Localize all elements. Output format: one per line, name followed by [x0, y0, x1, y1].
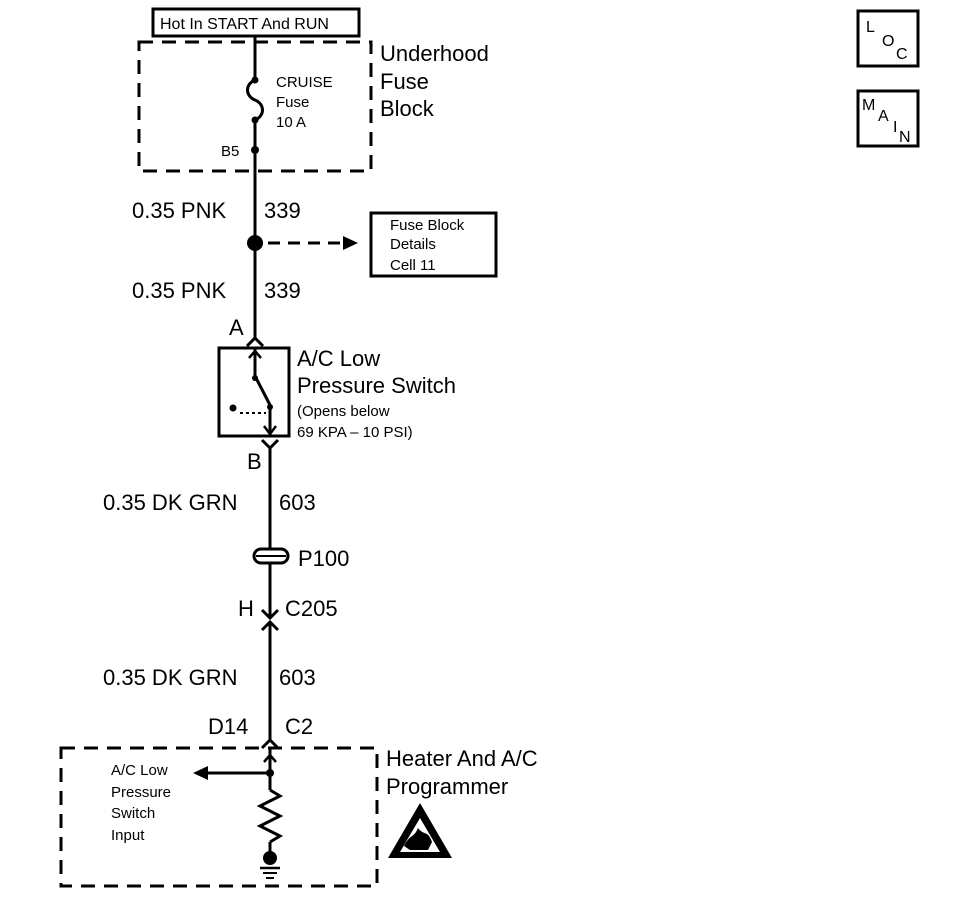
ac-low-pressure-switch	[217, 346, 291, 438]
power-source-label: Hot In START And RUN	[151, 7, 361, 38]
pin-b-connector	[260, 438, 280, 451]
loc-button[interactable]: L O C	[856, 9, 920, 68]
wire-3-circuit: 603	[279, 490, 316, 515]
esd-warning-icon	[388, 803, 452, 858]
wire-2-size-color: 0.35 PNK	[132, 278, 226, 303]
terminal-b5-label: B5	[221, 143, 239, 160]
c205-name-label: C205	[285, 596, 338, 621]
main-button[interactable]: M A I N	[856, 89, 920, 148]
svg-text:Fuse Block Details: Fuse Block Details Cell 11	[390, 217, 468, 274]
wire-4-size-color: 0.35 DK GRN	[103, 665, 238, 690]
svg-text:Hot In START And RUN: Hot In START And RUN	[160, 16, 329, 33]
c205-connector-top	[260, 608, 280, 621]
resistor-symbol	[256, 788, 284, 844]
p100-label: P100	[298, 546, 349, 571]
c2-name-label: C2	[285, 714, 313, 739]
switch-title: A/C Low Pressure Switch	[297, 346, 456, 398]
terminal-b5-dot	[251, 146, 259, 154]
svg-text:O: O	[882, 33, 894, 50]
splice-dot	[247, 235, 263, 251]
pin-b-label: B	[247, 449, 262, 474]
wire-1-circuit: 339	[264, 198, 301, 223]
programmer-input-label: A/C Low Pressure Switch Input	[111, 762, 175, 844]
c2-connector	[260, 737, 280, 750]
ground-icon	[263, 851, 277, 865]
pin-a-connector	[245, 335, 265, 348]
fuse-details-arrow	[268, 236, 358, 250]
pin-a-label: A	[229, 315, 244, 340]
svg-text:A: A	[878, 108, 889, 125]
fuse-block-title: Underhood Fuse Block	[380, 41, 495, 121]
switch-note: (Opens below 69 KPA – 10 PSI)	[297, 403, 413, 441]
svg-text:L: L	[866, 19, 875, 36]
fuse-symbol	[246, 78, 264, 122]
programmer-title: Heater And A/C Programmer	[386, 746, 544, 799]
svg-text:M: M	[862, 97, 875, 114]
wire-1-size-color: 0.35 PNK	[132, 198, 226, 223]
fuse-terminal-dot	[251, 76, 259, 84]
svg-text:N: N	[899, 129, 911, 146]
wire-2-circuit: 339	[264, 278, 301, 303]
fuse-terminal-dot	[251, 116, 259, 124]
underhood-fuse-block: Underhood Fuse Block CRUISE Fuse 10 A B5	[137, 40, 495, 173]
wire-3-size-color: 0.35 DK GRN	[103, 490, 238, 515]
c205-pin-label: H	[238, 596, 254, 621]
heater-ac-programmer	[59, 746, 379, 888]
svg-text:I: I	[893, 119, 897, 136]
p100-splice	[252, 547, 290, 565]
wire-segment-top	[246, 36, 264, 338]
cruise-fuse-label: CRUISE Fuse 10 A	[276, 74, 337, 131]
wire-4-circuit: 603	[279, 665, 316, 690]
fuse-block-details-link[interactable]: Fuse Block Details Cell 11	[369, 211, 498, 278]
svg-text:C: C	[896, 46, 908, 63]
c2-pin-label: D14	[208, 714, 248, 739]
